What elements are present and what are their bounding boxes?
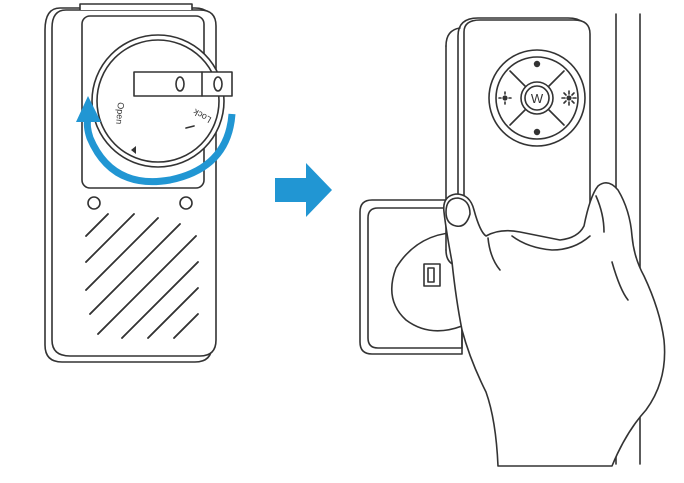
hand (442, 182, 666, 467)
wall-socket (359, 199, 463, 355)
logo-letter: W (531, 91, 544, 106)
rotating-dial: Open Lock (91, 34, 233, 168)
installation-scene: W (359, 13, 666, 467)
sun-dim-icon[interactable] (498, 91, 512, 105)
remote-device: W (445, 17, 591, 279)
dial-open-label: Open (114, 102, 126, 125)
open-marker-icon (131, 146, 136, 154)
back-of-plug-device: Open Lock (44, 3, 236, 363)
rotation-arrow-icon (76, 96, 236, 186)
minus-icon[interactable] (533, 128, 541, 136)
plus-icon[interactable] (533, 60, 541, 68)
sun-bright-icon[interactable] (561, 90, 577, 106)
control-pad: W (488, 49, 586, 147)
vent-slots (85, 213, 199, 339)
arrow-right-icon (275, 163, 332, 217)
